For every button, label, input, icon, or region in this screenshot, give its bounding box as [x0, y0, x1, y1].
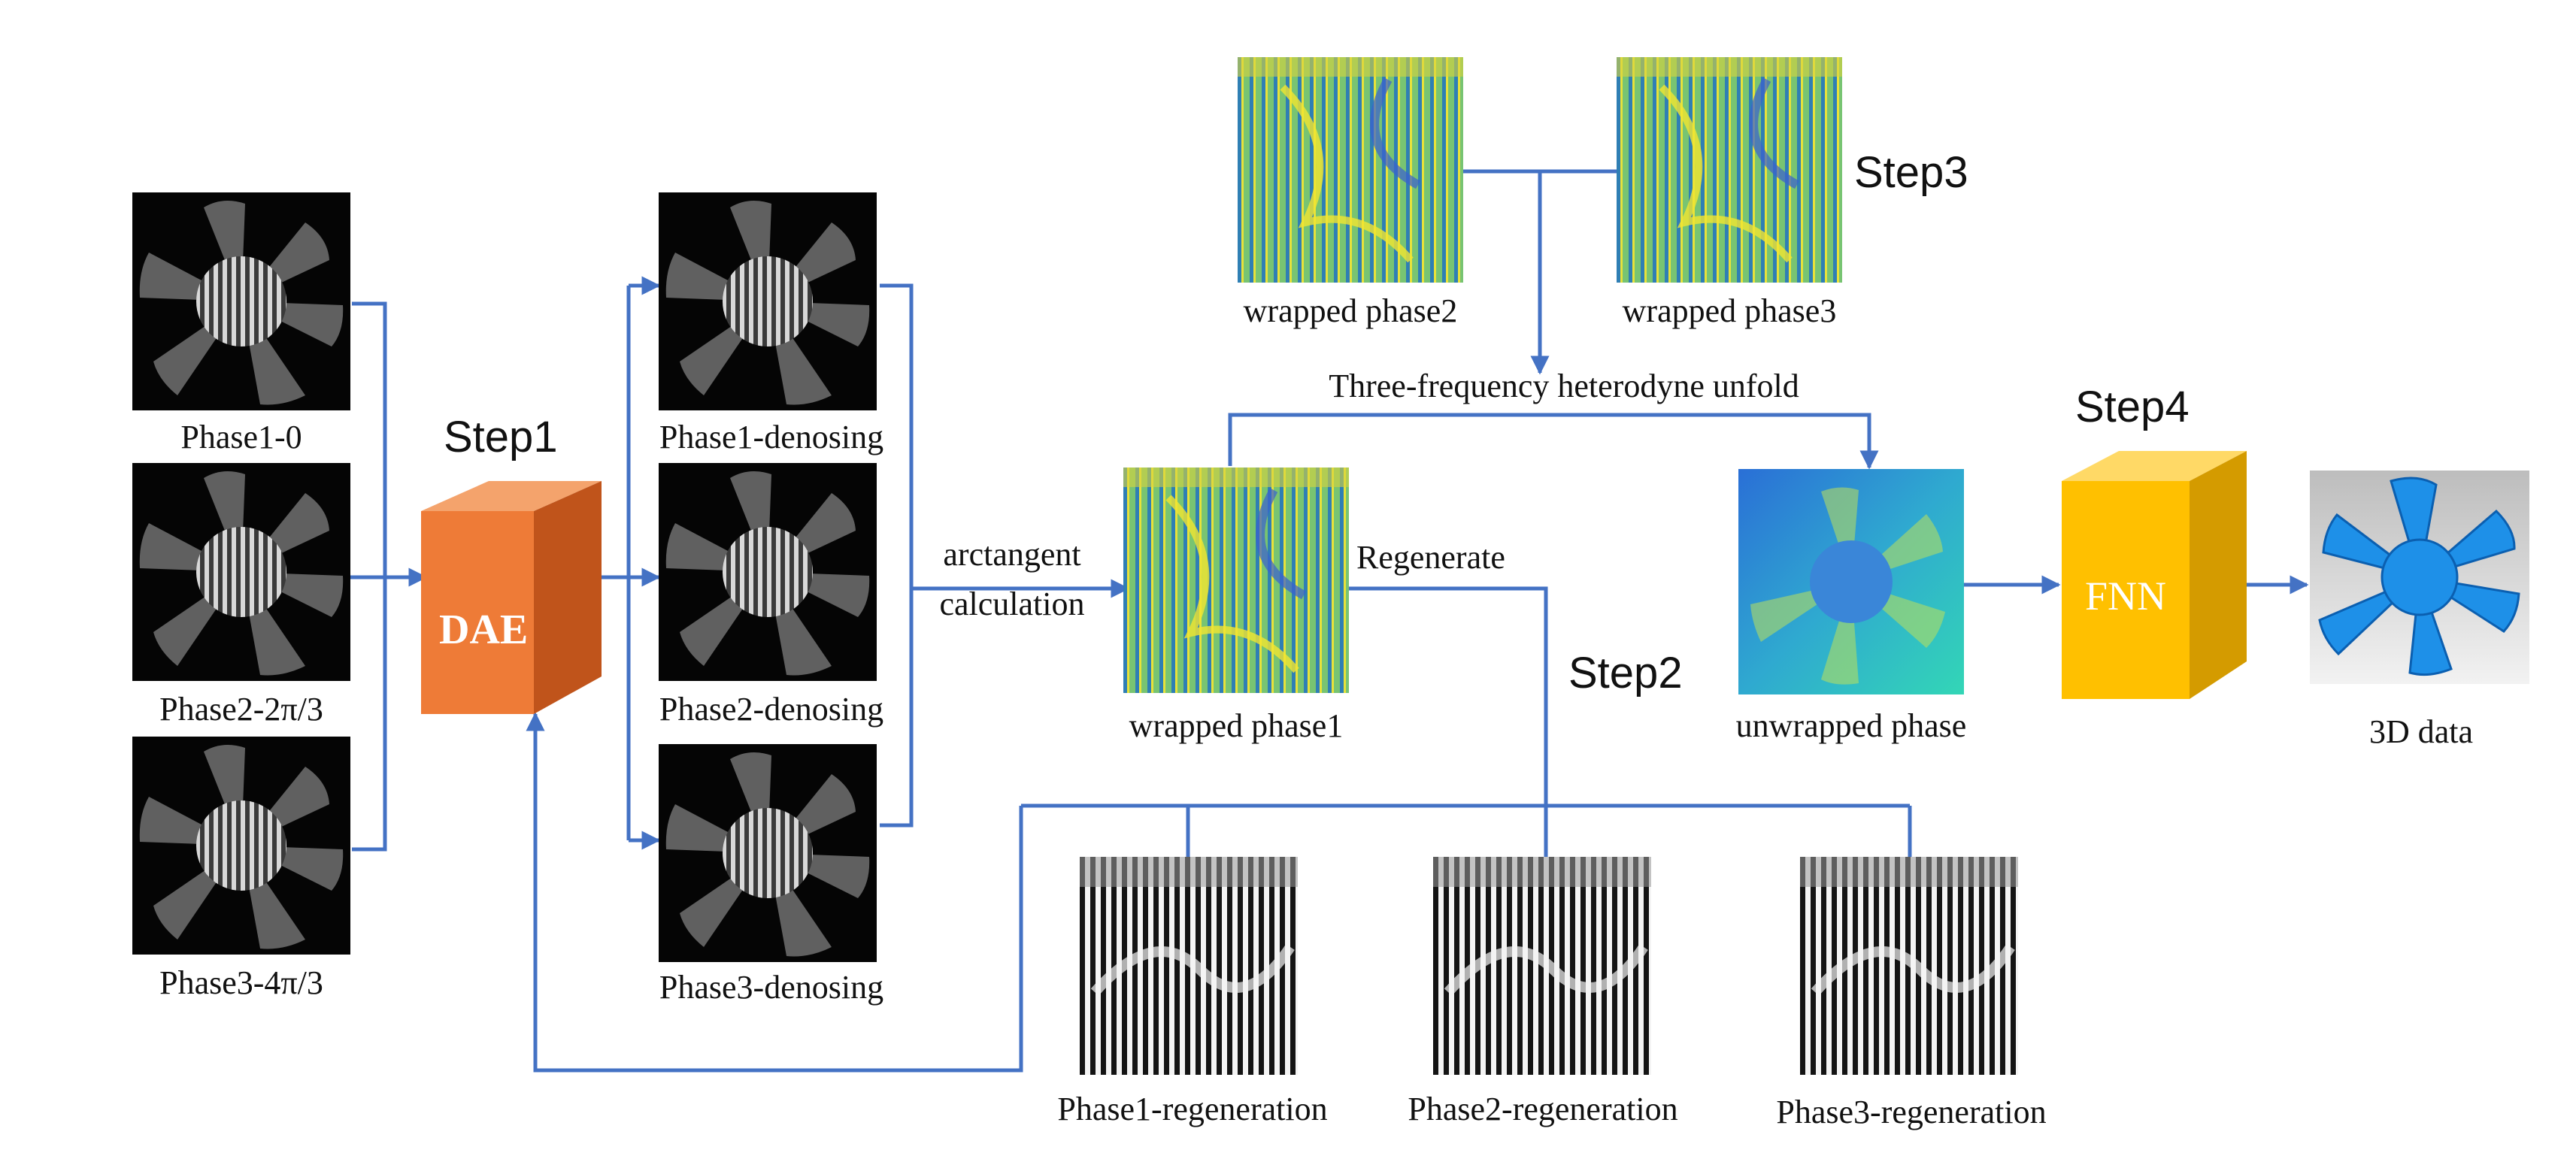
input-phase2-image: [132, 463, 350, 681]
regen-phase1-image: [1080, 857, 1298, 1075]
wrapped-phase1-image: [1123, 468, 1349, 693]
regeneration-feedback-arrow: [526, 712, 1023, 1073]
fnn-cube: [2062, 451, 2247, 699]
unwrapped-phase-image: [1738, 469, 1964, 694]
wrapped-phase2-label: wrapped phase2: [1243, 292, 1458, 329]
step1-label: Step1: [444, 413, 558, 461]
denoise-phase1-image: [659, 192, 877, 410]
regenerate-line: [1349, 586, 1548, 857]
denoise-phase2-image: [659, 463, 877, 681]
dae-label: DAE: [439, 607, 529, 653]
regenerate-label: Regenerate: [1356, 539, 1505, 576]
regen-phase2-label: Phase2-regeneration: [1408, 1091, 1678, 1127]
heterodyne-arrow: [1228, 413, 1879, 470]
connectors: [350, 169, 2309, 1073]
heterodyne-label: Three-frequency heterodyne unfold: [1329, 368, 1799, 404]
regen-phase3-image: [1800, 857, 2018, 1075]
output-3d-image: [2310, 471, 2529, 684]
unwrapped-phase-label: unwrapped phase: [1735, 707, 1967, 744]
input-phase3-image: [132, 737, 350, 955]
wrapped-phase2-image: [1238, 57, 1463, 283]
input-phase1-label: Phase1-0: [180, 419, 302, 455]
input-phase2-label: Phase2-2π/3: [159, 691, 323, 728]
step4-label: Step4: [2075, 383, 2190, 431]
wrapped-phase3-label: wrapped phase3: [1622, 292, 1837, 329]
denoise-phase2-label: Phase2-denosing: [659, 691, 884, 728]
denoise-collector-line: [880, 283, 914, 828]
wrapped-phase3-image: [1617, 57, 1842, 283]
denoise-phase1-label: Phase1-denosing: [659, 419, 884, 455]
step3-label: Step3: [1854, 148, 1968, 197]
input-phase1-image: [132, 192, 350, 410]
denoise-phase3-image: [659, 744, 877, 962]
regen-phase2-image: [1433, 857, 1651, 1075]
step2-label: Step2: [1568, 649, 1683, 697]
wrapped-phase1-label: wrapped phase1: [1129, 707, 1344, 744]
input-phase3-label: Phase3-4π/3: [159, 964, 323, 1001]
denoise-phase3-label: Phase3-denosing: [659, 969, 884, 1006]
arctangent-label-line2: calculation: [939, 586, 1085, 622]
fnn-label: FNN: [2084, 573, 2167, 619]
regen-phase3-label: Phase3-regeneration: [1776, 1094, 2047, 1130]
arctangent-label-line1: arctangent: [943, 536, 1081, 573]
regen-phase1-label: Phase1-regeneration: [1057, 1091, 1328, 1127]
dae-cube: [421, 481, 602, 714]
output-3d-label: 3D data: [2368, 713, 2474, 750]
